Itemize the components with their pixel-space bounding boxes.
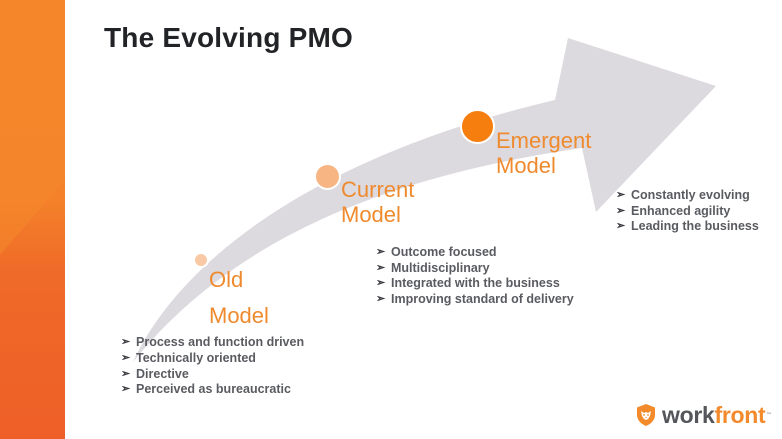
emergent-model-label: Emergent Model — [496, 128, 591, 178]
emergent-model-bullets: ➢Constantly evolving ➢Enhanced agility ➢… — [616, 188, 759, 235]
arrowhead-bullet-icon: ➢ — [376, 261, 386, 274]
emergent-model-dot — [460, 109, 495, 144]
logo-wordmark: workfront™ — [662, 402, 772, 428]
old-model-label-line1: Old — [209, 267, 244, 292]
current-model-dot — [314, 163, 341, 190]
list-item: ➢Enhanced agility — [616, 203, 731, 218]
sidebar-facet-shape — [0, 0, 65, 255]
list-item: ➢Integrated with the business — [376, 276, 560, 290]
arrowhead-bullet-icon: ➢ — [121, 367, 131, 380]
orange-sidebar — [0, 0, 65, 439]
page-title: The Evolving PMO — [104, 22, 354, 53]
current-model-label-line2: Model — [341, 202, 401, 227]
list-item: ➢Leading the business — [616, 219, 759, 233]
list-item: ➢Constantly evolving — [616, 188, 750, 202]
list-item: ➢Improving standard of delivery — [376, 291, 574, 306]
current-model-label-line1: Current — [341, 177, 415, 202]
arrowhead-bullet-icon: ➢ — [616, 220, 626, 232]
old-model-bullets: ➢Process and function driven ➢Technicall… — [121, 335, 304, 398]
list-item: ➢Multidisciplinary — [376, 260, 490, 275]
old-model-label: Old Model — [209, 262, 269, 334]
emergent-model-label-line2: Model — [496, 153, 556, 178]
arrowhead-bullet-icon: ➢ — [616, 189, 626, 201]
workfront-logo: workfront™ — [634, 402, 771, 428]
list-item: ➢Outcome focused — [376, 245, 497, 259]
list-item: ➢Directive — [121, 366, 189, 381]
old-model-dot — [193, 252, 209, 268]
list-item: ➢Process and function driven — [121, 335, 305, 349]
arrowhead-bullet-icon: ➢ — [121, 336, 131, 348]
arrowhead-bullet-icon: ➢ — [376, 246, 386, 258]
arrowhead-bullet-icon: ➢ — [121, 351, 131, 364]
old-model-label-line2: Model — [209, 303, 269, 328]
list-item: ➢Perceived as bureaucratic — [121, 382, 291, 397]
arrowhead-bullet-icon: ➢ — [376, 292, 386, 305]
emergent-model-label-line1: Emergent — [496, 128, 592, 153]
arrowhead-bullet-icon: ➢ — [376, 277, 386, 289]
arrowhead-bullet-icon: ➢ — [616, 204, 626, 217]
current-model-label: Current Model — [341, 177, 414, 227]
arrowhead-bullet-icon: ➢ — [121, 383, 131, 396]
current-model-bullets: ➢Outcome focused ➢Multidisciplinary ➢Int… — [376, 245, 574, 307]
lion-shield-icon — [637, 404, 655, 426]
list-item: ➢Technically oriented — [121, 350, 256, 365]
